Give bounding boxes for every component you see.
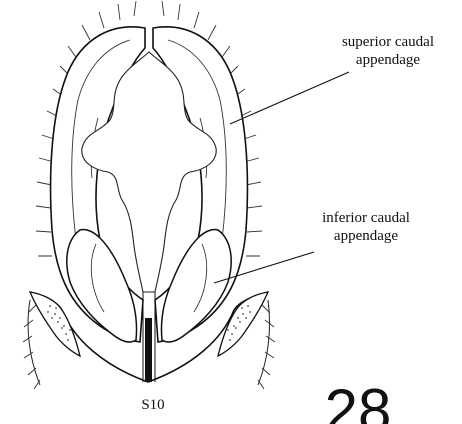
label-inferior-caudal-appendage: inferior caudal appendage	[296, 209, 436, 245]
leader-superior	[230, 72, 349, 124]
label-inferior-line2: appendage	[296, 227, 436, 245]
figure-number: 28	[318, 376, 398, 424]
label-superior-line2: appendage	[318, 51, 458, 69]
central-keel	[143, 292, 155, 382]
label-superior-caudal-appendage: superior caudal appendage	[318, 33, 458, 69]
label-segment-s10: S10	[128, 396, 178, 414]
label-inferior-line1: inferior caudal	[296, 209, 436, 227]
label-superior-line1: superior caudal	[318, 33, 458, 51]
